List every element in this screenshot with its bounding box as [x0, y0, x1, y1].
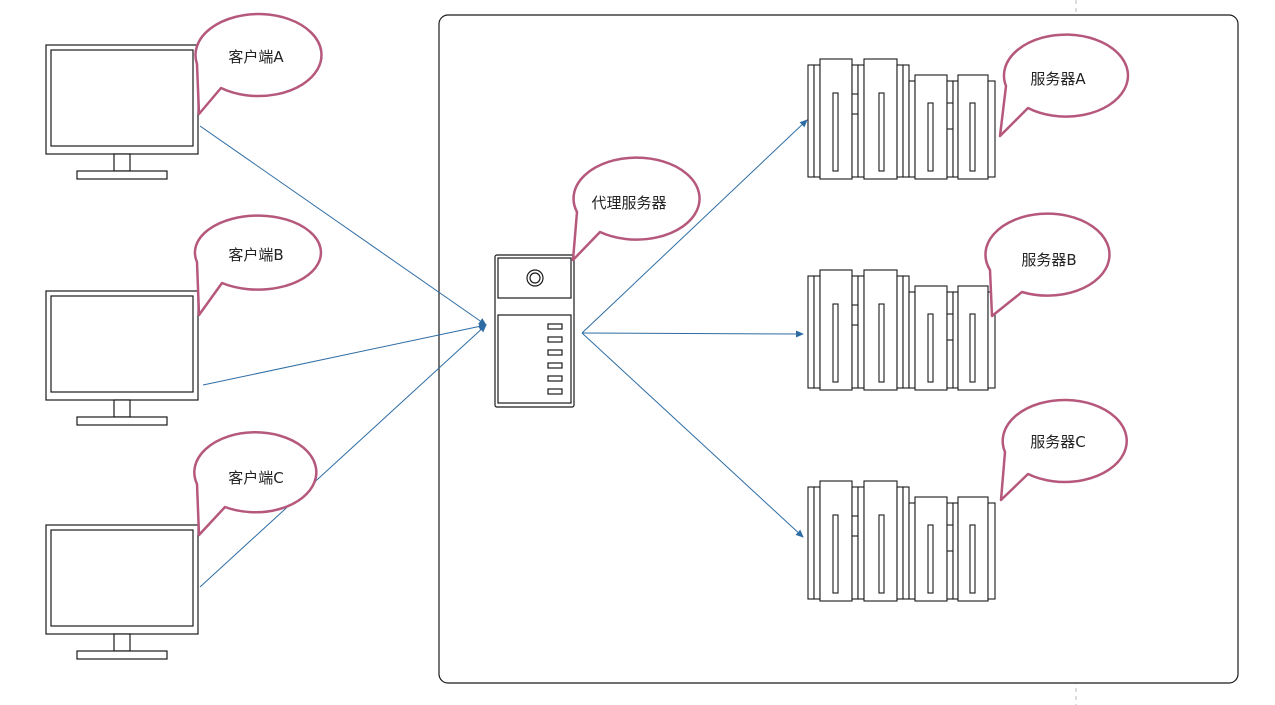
speech-bubble-server-a: [998, 33, 1130, 138]
client-c-label: 客户端C: [228, 469, 283, 487]
arrow-client-a-to-proxy: [199, 125, 487, 326]
server-rack-icon: [807, 480, 996, 602]
speech-bubble-client-a: [194, 12, 323, 116]
server-c-label: 服务器C: [1030, 433, 1085, 451]
server-rack-icon: [807, 269, 996, 391]
monitor-icon: [45, 290, 199, 426]
proxy-label: 代理服务器: [591, 194, 666, 212]
monitor-icon: [45, 44, 199, 180]
speech-bubble-server-b: [984, 212, 1111, 318]
server-a-label: 服务器A: [1030, 70, 1086, 88]
connection-arrows: [199, 119, 808, 588]
arrow-client-c-to-proxy: [199, 324, 487, 588]
client-a-label: 客户端A: [228, 48, 284, 66]
speech-bubble-client-b: [193, 214, 323, 317]
client-b-label: 客户端B: [228, 246, 283, 264]
server-rack-icon: [807, 58, 996, 180]
arrow-proxy-to-server-b: [581, 330, 804, 338]
arrow-proxy-to-server-a: [581, 119, 808, 334]
monitor-icon: [45, 524, 199, 660]
arrow-proxy-to-server-c: [581, 332, 804, 538]
speech-bubble-client-c: [193, 431, 318, 537]
speech-bubble-server-c: [999, 398, 1128, 502]
arrow-client-b-to-proxy: [202, 323, 487, 386]
speech-bubble-proxy: [571, 156, 701, 262]
tower-server-icon: [494, 254, 575, 408]
server-b-label: 服务器B: [1021, 251, 1076, 269]
